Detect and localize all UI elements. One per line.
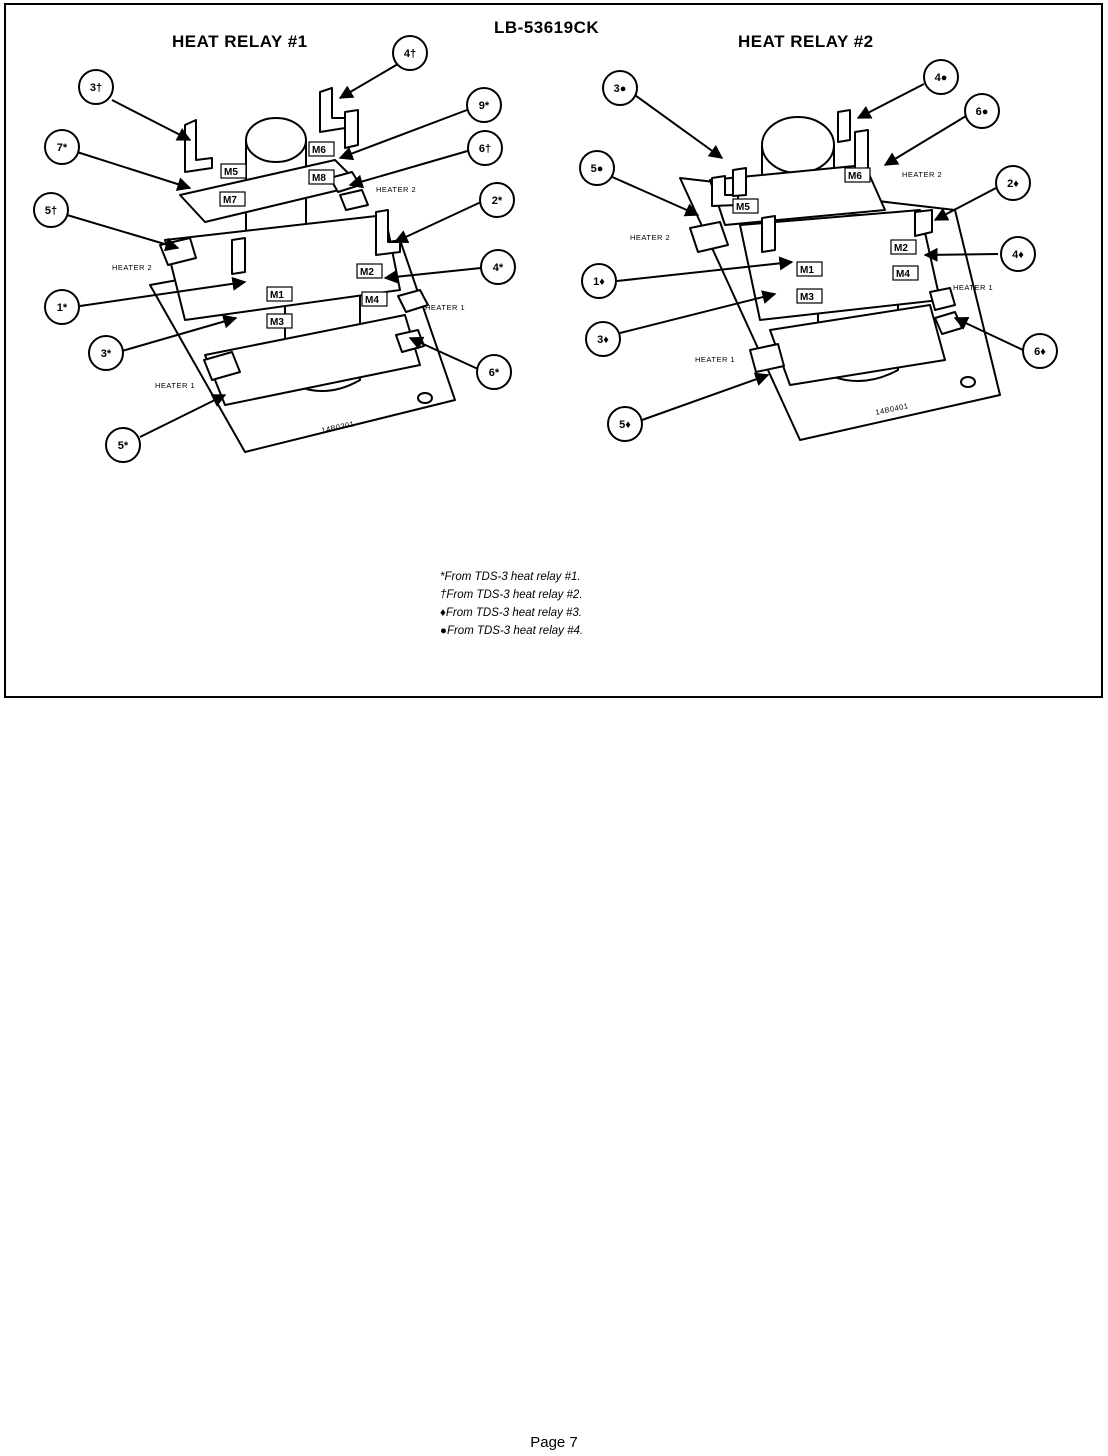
svg-text:3♦: 3♦ xyxy=(597,334,609,346)
relay2-leaders xyxy=(609,83,1024,421)
callout-3d: 3♦ xyxy=(585,321,621,357)
callout-6s: 6* xyxy=(476,354,512,390)
svg-text:1♦: 1♦ xyxy=(593,276,605,288)
svg-text:1*: 1* xyxy=(57,302,68,314)
relay2-heater1-right: HEATER 1 xyxy=(953,283,993,292)
footnotes: *From TDS-3 heat relay #1. †From TDS-3 h… xyxy=(440,568,583,640)
svg-text:4♦: 4♦ xyxy=(1012,249,1024,261)
relay1-terminal-m3: M3 xyxy=(270,317,284,328)
relay1-terminal-m4: M4 xyxy=(365,295,379,306)
page-number: Page 7 xyxy=(530,1434,578,1451)
relay1-terminal-m6: M6 xyxy=(312,145,326,156)
footnote: *From TDS-3 heat relay #1. xyxy=(440,571,581,583)
relay2-callouts: 3● 4● 6● 5● 2♦ 4♦ 1♦ 3♦ 6♦ 5♦ xyxy=(579,59,1058,442)
relay1-heater2-left: HEATER 2 xyxy=(112,263,152,272)
svg-text:6*: 6* xyxy=(489,367,500,379)
relay2-drawing xyxy=(679,109,1001,441)
relay2-heater1-left: HEATER 1 xyxy=(695,355,735,364)
relay1-heater2-right: HEATER 2 xyxy=(376,185,416,194)
relay1-drawing xyxy=(149,87,456,453)
footnote: †From TDS-3 heat relay #2. xyxy=(440,589,583,601)
callout-3t: 3† xyxy=(78,69,114,105)
footnote: ●From TDS-3 heat relay #4. xyxy=(440,625,584,637)
relay1-leaders xyxy=(66,63,482,438)
svg-text:5●: 5● xyxy=(591,163,604,175)
relay2-terminal-m5: M5 xyxy=(736,202,750,213)
svg-text:6●: 6● xyxy=(976,106,989,118)
relay2-terminal-m4: M4 xyxy=(896,269,910,280)
document-title: LB-53619CK xyxy=(494,18,600,37)
relay2-terminal-m6: M6 xyxy=(848,171,862,182)
relay1-terminal-m8: M8 xyxy=(312,173,326,184)
callout-7s: 7* xyxy=(44,129,80,165)
callout-5s: 5* xyxy=(105,427,141,463)
callout-1d: 1♦ xyxy=(581,263,617,299)
relay2-terminal-m2: M2 xyxy=(894,243,908,254)
callout-2s: 2* xyxy=(479,182,515,218)
callout-6b: 6● xyxy=(964,93,1000,129)
callout-6d: 6♦ xyxy=(1022,333,1058,369)
callout-2d: 2♦ xyxy=(995,165,1031,201)
svg-text:5*: 5* xyxy=(118,440,129,452)
callout-1s: 1* xyxy=(44,289,80,325)
relay1-heater1-left: HEATER 1 xyxy=(155,381,195,390)
callout-4s: 4* xyxy=(480,249,516,285)
callout-5b: 5● xyxy=(579,150,615,186)
svg-text:5♦: 5♦ xyxy=(619,419,631,431)
relay2-title: HEAT RELAY #2 xyxy=(738,32,874,51)
relay2-terminal-m1: M1 xyxy=(800,265,814,276)
svg-text:2♦: 2♦ xyxy=(1007,178,1019,190)
callout-5t: 5† xyxy=(33,192,69,228)
svg-text:7*: 7* xyxy=(57,142,68,154)
relay2-heater2-right: HEATER 2 xyxy=(902,170,942,179)
svg-text:3†: 3† xyxy=(90,82,102,94)
svg-text:9*: 9* xyxy=(479,100,490,112)
callout-6t: 6† xyxy=(467,130,503,166)
svg-text:4†: 4† xyxy=(404,48,416,60)
relay1-terminal-m2: M2 xyxy=(360,267,374,278)
svg-text:3●: 3● xyxy=(614,83,627,95)
svg-text:6♦: 6♦ xyxy=(1034,346,1046,358)
relay1-terminal-m1: M1 xyxy=(270,290,284,301)
svg-text:3*: 3* xyxy=(101,348,112,360)
svg-text:4*: 4* xyxy=(493,262,504,274)
relay1-title: HEAT RELAY #1 xyxy=(172,32,308,51)
relay2-heater2-left: HEATER 2 xyxy=(630,233,670,242)
callout-4t: 4† xyxy=(392,35,428,71)
callout-5d: 5♦ xyxy=(607,406,643,442)
svg-text:6†: 6† xyxy=(479,143,491,155)
relay2-terminals: M5 M6 M1 M3 M2 M4 xyxy=(732,167,919,304)
svg-text:5†: 5† xyxy=(45,205,57,217)
callout-3b: 3● xyxy=(602,70,638,106)
relay1-terminal-m5: M5 xyxy=(224,167,238,178)
relay1-terminals: M5 M7 M6 M8 M1 M3 M2 M4 xyxy=(219,141,388,329)
callout-9s: 9* xyxy=(466,87,502,123)
relay-diagram: M5 M7 M6 M8 M1 M3 M2 M4 HEATER 2 HEATER … xyxy=(33,35,1058,463)
relay1-terminal-m7: M7 xyxy=(223,195,237,206)
relay1-heater1-right: HEATER 1 xyxy=(425,303,465,312)
relay2-terminal-m3: M3 xyxy=(800,292,814,303)
callout-4b: 4● xyxy=(923,59,959,95)
figure-frame xyxy=(4,3,1103,698)
relay1-callouts: 3† 4† 9* 7* 6† 5† 2* 4* 1* 3* 6* 5* xyxy=(33,35,516,463)
callout-3s: 3* xyxy=(88,335,124,371)
callout-4d: 4♦ xyxy=(1000,236,1036,272)
svg-text:4●: 4● xyxy=(935,72,948,84)
svg-text:2*: 2* xyxy=(492,195,503,207)
footnote: ♦From TDS-3 heat relay #3. xyxy=(440,607,582,619)
